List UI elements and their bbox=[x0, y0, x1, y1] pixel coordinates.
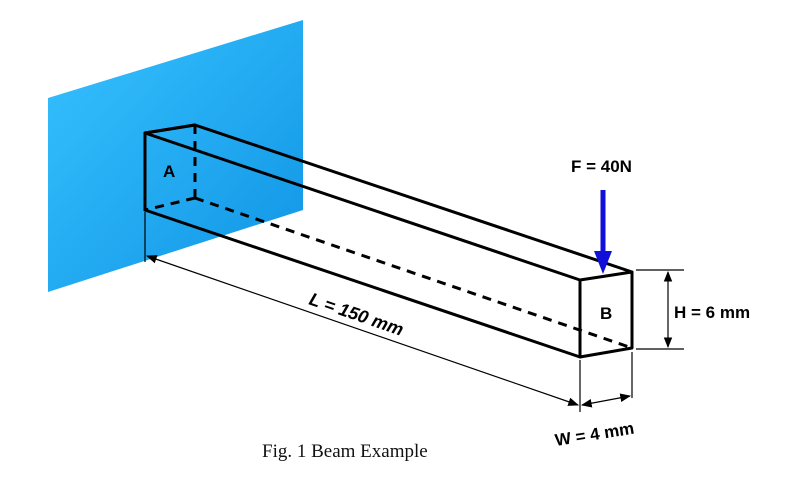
face-a-label: A bbox=[163, 162, 175, 181]
length-label: L = 150 mm bbox=[307, 289, 406, 340]
width-dimension bbox=[580, 352, 633, 408]
force-arrow bbox=[594, 190, 612, 274]
width-label: W = 4 mm bbox=[554, 419, 636, 450]
length-dimension bbox=[144, 212, 581, 412]
face-b-label: B bbox=[600, 304, 612, 323]
height-label: H = 6 mm bbox=[674, 303, 750, 322]
force-label: F = 40N bbox=[571, 157, 632, 176]
height-dimension bbox=[636, 269, 684, 350]
figure-caption: Fig. 1 Beam Example bbox=[262, 441, 428, 462]
fixed-wall bbox=[48, 20, 303, 292]
